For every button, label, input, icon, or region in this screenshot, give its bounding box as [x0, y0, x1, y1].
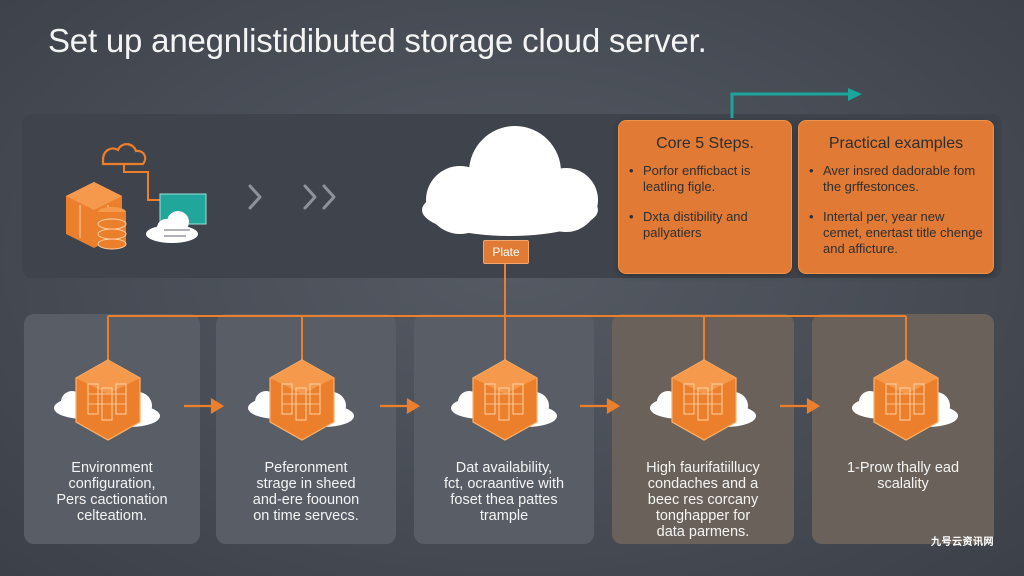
core-steps-item: Dxta distibility and pallyatiers	[629, 209, 785, 241]
step-2-server-icon	[248, 359, 354, 441]
step-1-server-icon	[54, 359, 160, 441]
practical-examples-title: Practical examples	[828, 135, 964, 152]
core-steps-list: Porfor enfficbact is leatling figle. Dxt…	[619, 163, 791, 241]
step-5-server-icon	[852, 359, 958, 441]
hub-label: Plate	[483, 240, 529, 264]
practical-examples-list: Aver insred dadorable fom the grffestonc…	[799, 163, 993, 257]
core-steps-item: Porfor enfficbact is leatling figle.	[629, 163, 785, 195]
page-title: Set up anegnlistidibuted storage cloud s…	[48, 22, 707, 59]
core-steps-title: Core 5 Steps.	[656, 135, 754, 152]
teal-arrow-icon	[730, 92, 856, 118]
core-steps-card: Core 5 Steps. Porfor enfficbact is leatl…	[618, 120, 792, 274]
chevron-arrows	[248, 184, 336, 210]
practical-examples-item: Aver insred dadorable fom the grffestonc…	[809, 163, 987, 195]
main-cloud-icon	[422, 126, 598, 236]
step-4-server-icon	[650, 359, 756, 441]
connector-lines	[107, 262, 907, 362]
step-3-server-icon	[451, 359, 557, 441]
watermark: 九号云资讯网	[931, 537, 994, 548]
step-arrows	[184, 398, 821, 414]
practical-examples-item: Intertal per, year new cemet, enertast t…	[809, 209, 987, 257]
teal-arrow-head-icon	[848, 88, 862, 101]
cloud-storage-illustration	[66, 143, 207, 250]
practical-examples-card: Practical examples Aver insred dadorable…	[798, 120, 994, 274]
